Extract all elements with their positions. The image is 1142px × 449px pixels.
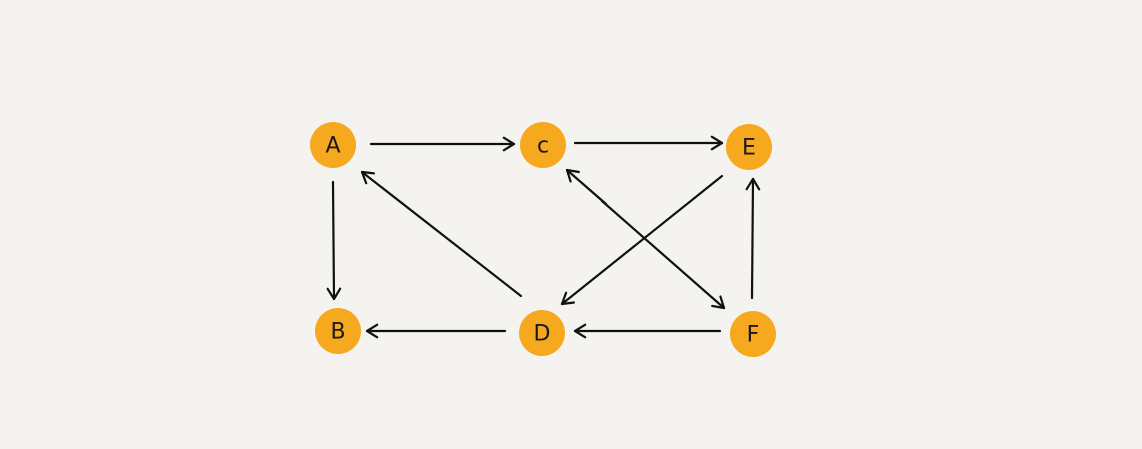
node-a: A — [310, 122, 356, 168]
arrowhead-icon — [573, 323, 587, 339]
node-d: D — [519, 310, 565, 356]
edge-d-to-b — [365, 323, 507, 339]
edge-f-to-c — [565, 168, 608, 206]
arrowhead-icon — [360, 170, 376, 185]
node-f: F — [730, 311, 776, 357]
edge-line — [565, 168, 608, 206]
nodes-layer: A BcD E F — [310, 122, 776, 357]
edge-a-to-c — [369, 136, 516, 152]
edge-f-to-e — [745, 177, 761, 300]
arrowhead-icon — [502, 136, 516, 152]
edge-line — [360, 170, 523, 298]
node-b: B — [315, 308, 361, 354]
node-circle — [730, 311, 776, 357]
arrowhead-icon — [565, 168, 580, 183]
node-label: B — [330, 320, 345, 345]
node-label: c — [537, 134, 549, 159]
arrowhead-icon — [711, 295, 726, 310]
edge-d-to-a — [360, 170, 523, 298]
node-circle — [726, 124, 772, 170]
arrowhead-icon — [326, 287, 342, 301]
node-circle — [519, 310, 565, 356]
edge-line — [750, 177, 755, 300]
edge-f-to-d — [573, 323, 722, 339]
node-label: E — [742, 136, 756, 161]
node-label: A — [325, 134, 340, 159]
edge-a-to-b — [326, 180, 342, 301]
node-label: F — [747, 323, 760, 348]
arrowhead-icon — [365, 323, 379, 339]
node-e: E — [726, 124, 772, 170]
node-label: D — [534, 322, 551, 347]
node-c: c — [520, 122, 566, 168]
arrowhead-icon — [560, 291, 576, 306]
edge-line — [600, 199, 726, 310]
node-circle — [520, 122, 566, 168]
edge-line — [560, 174, 724, 306]
node-circle — [310, 122, 356, 168]
edge-c-to-e — [573, 135, 724, 151]
node-circle — [315, 308, 361, 354]
edge-c-to-f — [600, 199, 726, 310]
arrowhead-icon — [745, 177, 761, 191]
edge-e-to-d — [560, 174, 724, 306]
edges-layer — [326, 135, 761, 339]
arrowhead-icon — [710, 135, 724, 151]
edge-line — [331, 180, 336, 301]
